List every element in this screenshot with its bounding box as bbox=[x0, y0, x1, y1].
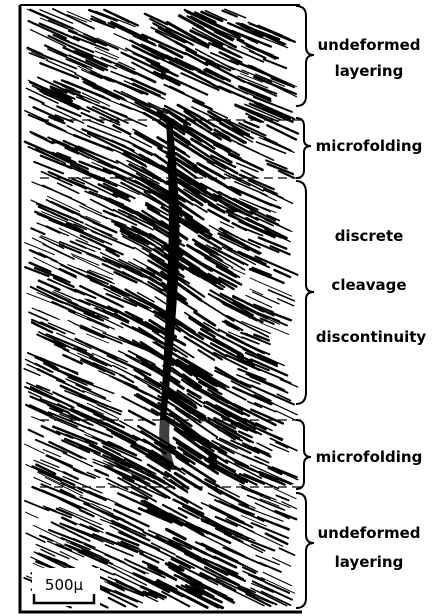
zone-label-cleavage: cleavage bbox=[331, 276, 406, 294]
zone-label-bottom-undeformed-line1: undeformed bbox=[317, 524, 420, 542]
zone-label-upper-microfolding: microfolding bbox=[316, 137, 423, 155]
zone-label-top-undeformed-line2: layering bbox=[335, 62, 404, 80]
zone-label-discontinuity: discontinuity bbox=[316, 328, 427, 346]
zone-label-bottom-undeformed-line2: layering bbox=[335, 553, 404, 571]
zone-label-discrete: discrete bbox=[335, 227, 404, 245]
zone-label-lower-microfolding: microfolding bbox=[316, 448, 423, 466]
scale-bar-label: 500μ bbox=[45, 576, 84, 594]
zone-label-top-undeformed-line1: undeformed bbox=[317, 36, 420, 54]
scale-bar: 500μ bbox=[32, 568, 100, 606]
